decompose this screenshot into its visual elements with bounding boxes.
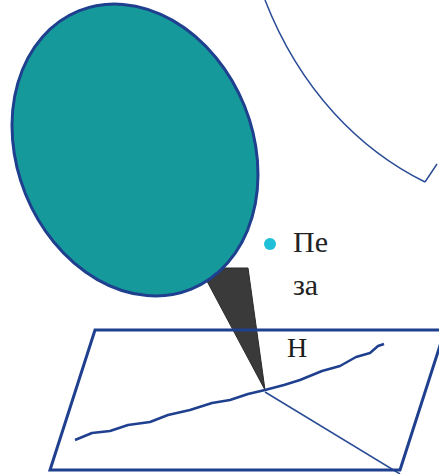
plane-outline <box>50 328 439 474</box>
bullet-text: Пе <box>293 225 328 258</box>
plane-node: Н <box>50 328 439 474</box>
leader-line <box>265 392 400 474</box>
balloon-ellipse <box>0 0 301 333</box>
callout-curve <box>265 0 437 182</box>
plane-label: Н <box>287 333 307 364</box>
bullet-text: за <box>293 268 318 301</box>
wavy-line <box>75 344 384 440</box>
bullet-dot <box>264 238 276 250</box>
plane-parallelogram <box>50 330 439 470</box>
